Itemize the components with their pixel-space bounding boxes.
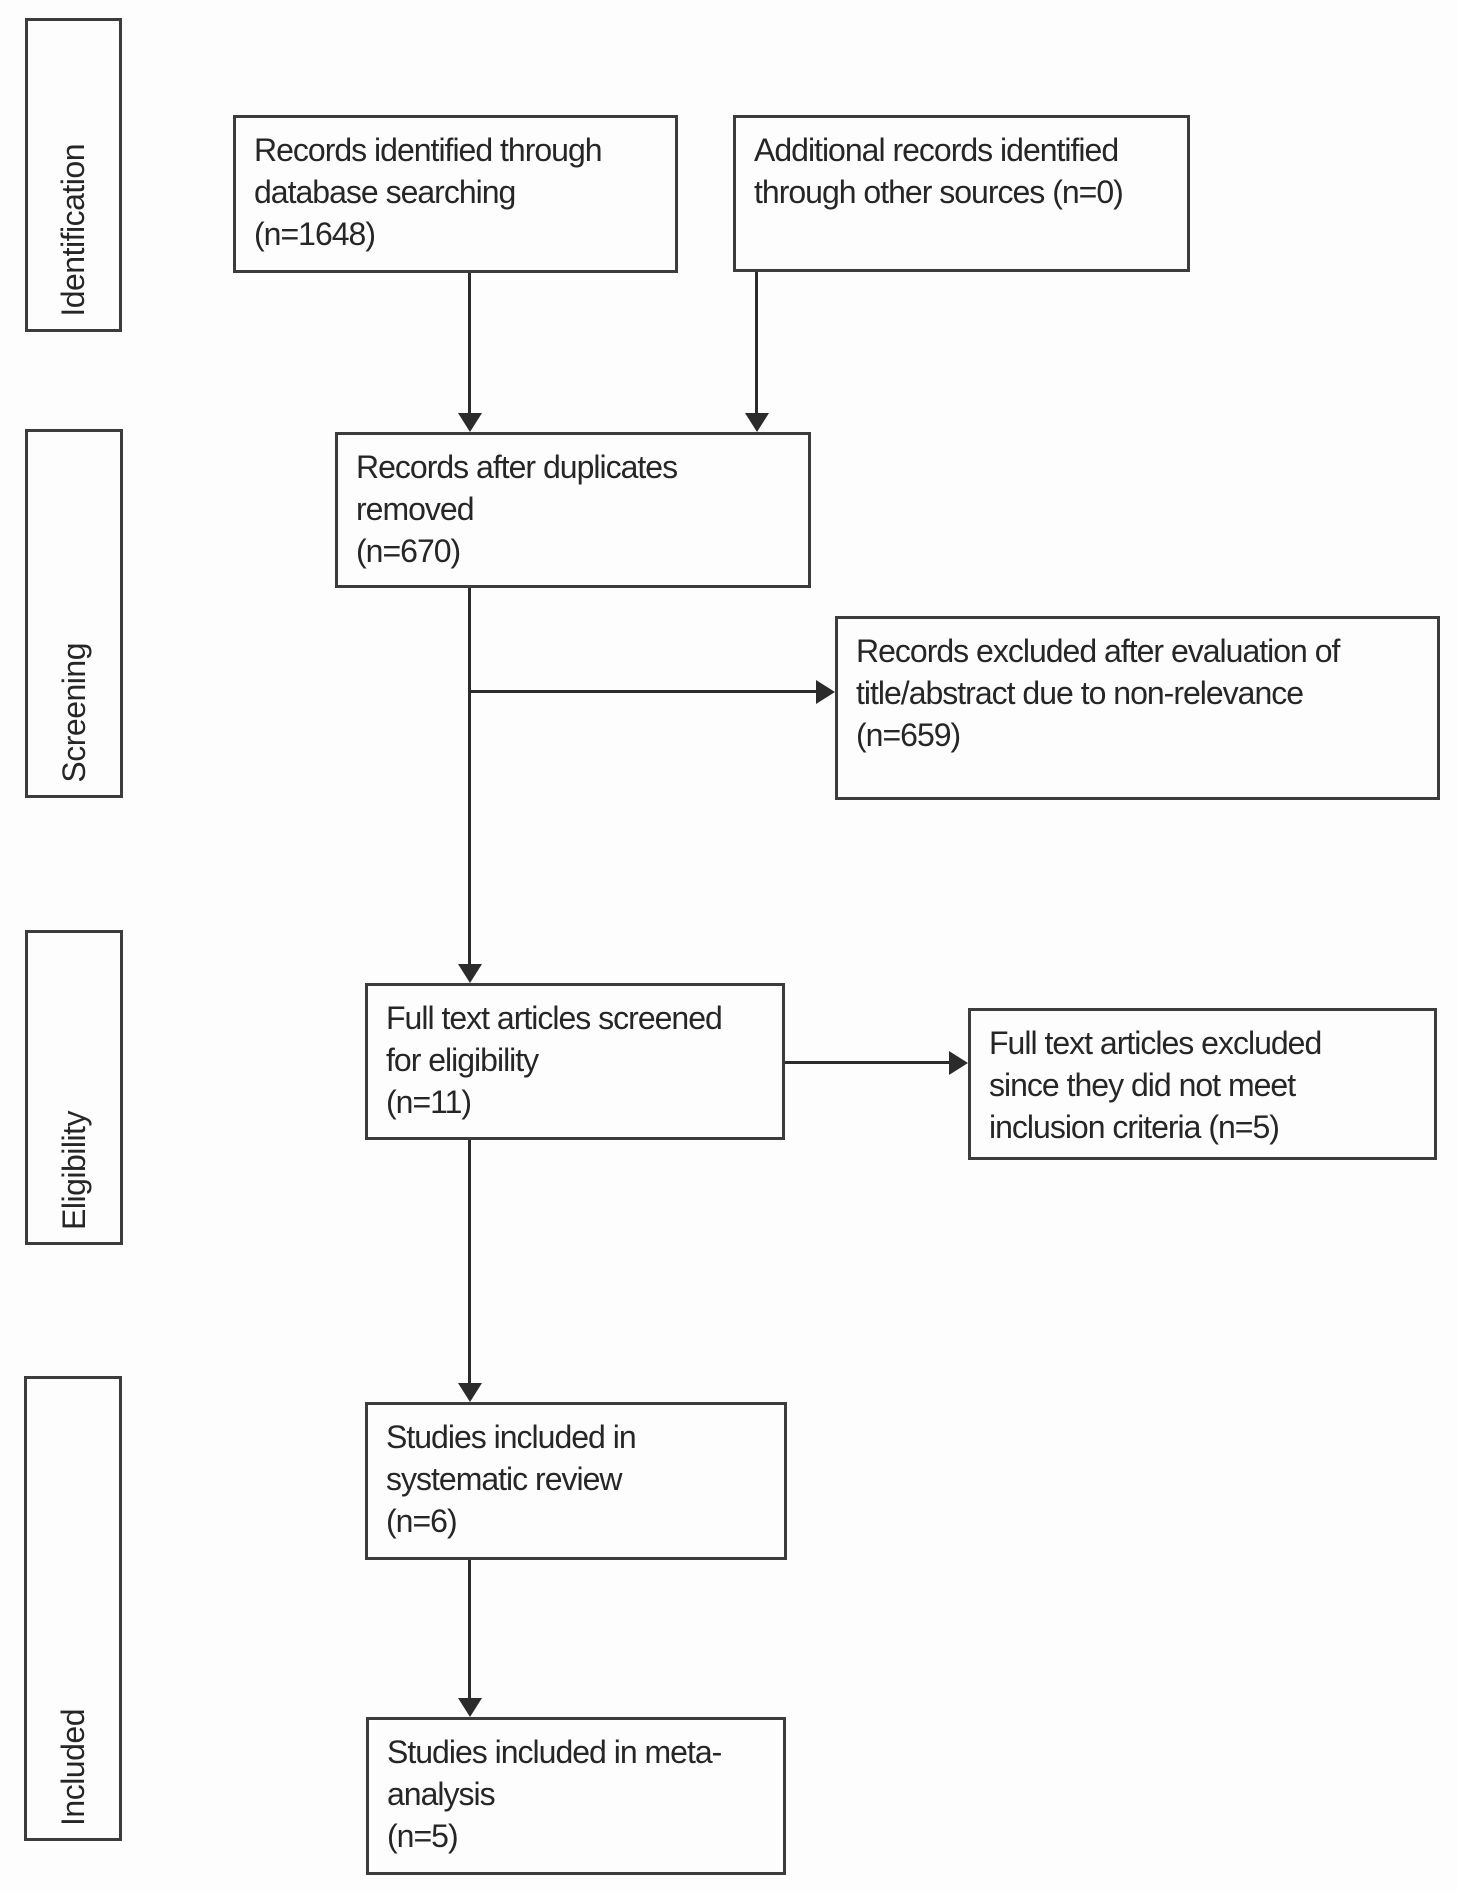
- stage-box-included: Included: [24, 1376, 122, 1841]
- arrowhead-down-icon: [458, 1698, 482, 1717]
- arrowhead-down-icon: [458, 413, 482, 432]
- node-systematic-review: Studies included in systematic review (n…: [365, 1402, 787, 1560]
- node-records-after-duplicates: Records after duplicates removed (n=670): [335, 432, 811, 588]
- node-records-identified: Records identified through database sear…: [233, 115, 678, 273]
- stage-box-eligibility: Eligibility: [25, 930, 123, 1245]
- arrow-identified-to-deduplicated-line: [468, 273, 471, 416]
- node-fulltext-screened: Full text articles screened for eligibil…: [365, 983, 785, 1140]
- arrowhead-right-icon: [949, 1051, 968, 1075]
- arrowhead-down-icon: [458, 964, 482, 983]
- node-fulltext-excluded: Full text articles excluded since they d…: [968, 1008, 1437, 1160]
- node-additional-records: Additional records identified through ot…: [733, 115, 1190, 272]
- arrow-fulltext-to-sysreview-line: [468, 1140, 471, 1386]
- node-meta-analysis: Studies included in meta- analysis (n=5): [366, 1717, 786, 1875]
- arrow-to-excluded-screening-line: [470, 690, 817, 693]
- stage-box-identification: Identification: [25, 18, 122, 332]
- stage-label-included: Included: [54, 1709, 91, 1826]
- arrowhead-down-icon: [745, 413, 769, 432]
- node-records-excluded-screening: Records excluded after evaluation of tit…: [835, 616, 1440, 800]
- arrowhead-right-icon: [816, 680, 835, 704]
- arrow-deduplicated-to-fulltext-line: [468, 588, 471, 966]
- arrow-sysreview-to-meta-line: [468, 1560, 471, 1701]
- arrow-to-excluded-fulltext-line: [785, 1061, 950, 1064]
- stage-label-eligibility: Eligibility: [55, 1111, 92, 1230]
- arrow-additional-to-deduplicated-line: [755, 272, 758, 416]
- arrowhead-down-icon: [458, 1383, 482, 1402]
- stage-label-identification: Identification: [55, 144, 91, 317]
- stage-label-screening: Screening: [55, 643, 92, 783]
- stage-box-screening: Screening: [25, 429, 123, 798]
